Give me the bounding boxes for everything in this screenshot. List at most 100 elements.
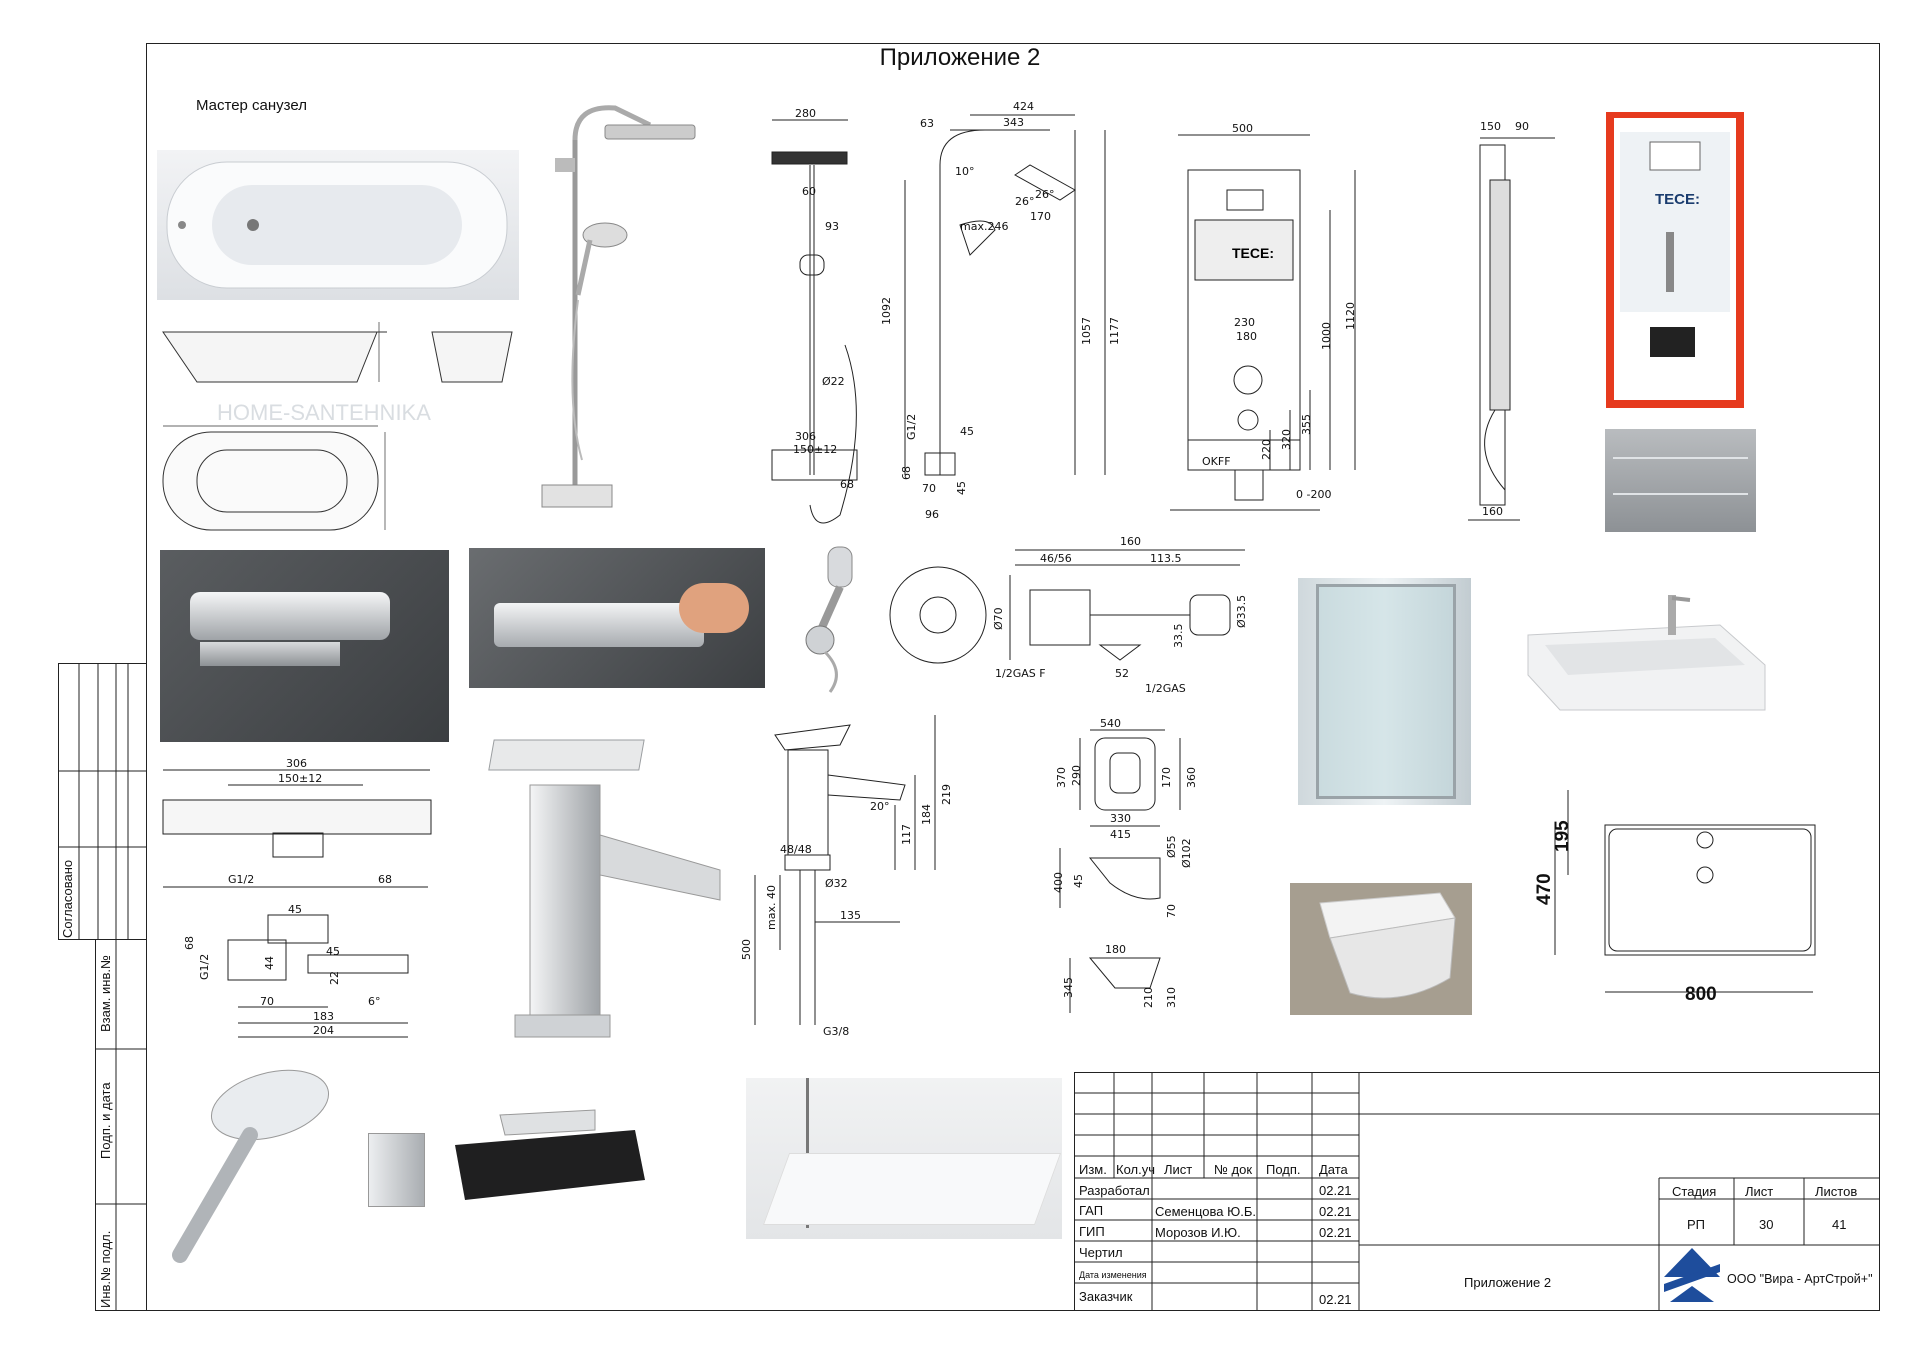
dimension-label: 46/56	[1040, 552, 1072, 565]
header-izm: Изм.	[1079, 1162, 1107, 1177]
dimension-label: 68	[378, 873, 392, 886]
sheet-value: 30	[1759, 1217, 1774, 1232]
dimension-label: 360	[1185, 767, 1198, 788]
replace-inv-label: Взам. инв.№	[98, 955, 113, 1032]
dimension-label: 540	[1100, 718, 1121, 730]
row-name: Семенцова Ю.Б.	[1155, 1204, 1256, 1219]
dimension-label: 70	[1165, 904, 1178, 918]
page-title: Приложение 2	[879, 44, 1041, 71]
dimension-label: G1/2	[905, 414, 918, 440]
dimension-label: Ø33.5	[1235, 595, 1248, 628]
row-role: ГАП	[1079, 1203, 1104, 1218]
dimension-label: 230	[1234, 316, 1255, 329]
dimension-label: 26°	[1015, 195, 1035, 208]
dimension-label: 20°	[870, 800, 890, 813]
bathtub-drawings: HOME-SANTEHNIKA	[162, 322, 513, 531]
dimension-label: 45	[955, 481, 968, 495]
hand-shower-photo	[172, 1069, 330, 1263]
dimension-label: 52	[1115, 667, 1129, 680]
row-role: Дата изменения	[1079, 1270, 1147, 1280]
tece-logo: TECE:	[1232, 245, 1274, 261]
shower-thermostat-photo	[469, 548, 765, 688]
sheet-label: Лист	[1745, 1184, 1774, 1199]
dimension-label: 6°	[368, 995, 381, 1008]
washbasin-drawing: 195 470 800	[1534, 790, 1816, 1005]
dimension-label: 306	[795, 430, 816, 443]
hygienic-shower-drawing: 160 46/56 113.5 Ø70 33.5 Ø33.5 1/2GAS F …	[889, 535, 1248, 695]
header-doc: № док	[1214, 1162, 1253, 1177]
dimension-label: 68	[183, 936, 196, 950]
dimension-label: 45	[960, 425, 974, 438]
row-date: 02.21	[1319, 1183, 1352, 1198]
dimension-label: 1057	[1080, 317, 1093, 345]
dimension-label: G1/2	[228, 873, 254, 886]
dimension-label: 170	[1160, 767, 1173, 788]
dimension-label: 500	[740, 939, 753, 960]
flush-plate-photo	[1605, 429, 1756, 532]
side-strip-labels: Согласовано Взам. инв.№ Подп. и дата Инв…	[58, 663, 146, 1311]
bathtub-photo	[157, 150, 519, 300]
side-stamp-strip	[58, 663, 147, 1311]
dimension-label: 70	[260, 995, 274, 1008]
shower-door-photo	[1298, 578, 1471, 805]
row-name: Морозов И.Ю.	[1155, 1225, 1241, 1240]
dimension-label: 370	[1055, 767, 1068, 788]
dimension-label: 195	[1552, 820, 1573, 852]
dimension-label: 45	[1072, 874, 1085, 888]
dimension-label: Ø55	[1165, 835, 1178, 858]
dimension-label: 45	[288, 903, 302, 916]
dimension-label: 180	[1236, 330, 1257, 343]
tece-logo: TECE:	[1655, 191, 1700, 208]
title-block-grid	[1074, 1072, 1880, 1311]
frame-front-drawing: TECE: 500 230 180 1000 1120 355 320 220 …	[1170, 122, 1357, 511]
dimension-label: 1/2GAS F	[995, 667, 1046, 680]
tece-frame-photo: TECE:	[1606, 112, 1744, 408]
watermark: HOME-SANTEHNIKA	[217, 400, 431, 425]
header-kol: Кол.уч	[1116, 1162, 1155, 1177]
dimension-label: 10°	[955, 165, 975, 178]
row-date: 02.21	[1319, 1292, 1352, 1307]
dimension-label: Ø70	[992, 607, 1005, 630]
row-role: Заказчик	[1079, 1289, 1133, 1304]
dimension-label: 1000	[1320, 322, 1333, 350]
dimension-label: 90	[1515, 120, 1529, 133]
dimension-label: 183	[313, 1010, 334, 1023]
dimension-label: 355	[1300, 414, 1313, 435]
dimension-label: 60	[802, 185, 816, 198]
dimension-label: 1120	[1344, 302, 1357, 330]
toilet-photo	[1290, 883, 1472, 1015]
sheets-value: 41	[1832, 1217, 1847, 1232]
basin-mixer-photo	[488, 739, 721, 1038]
dimension-label: 68	[840, 478, 854, 491]
frame-side-drawing: 150 90 160	[1468, 120, 1555, 521]
dimension-label: 160	[1120, 535, 1141, 548]
agreed-label: Согласовано	[60, 859, 75, 938]
dimension-label: 170	[1030, 210, 1051, 223]
dimension-label: 290	[1070, 765, 1083, 786]
dimension-label: 45	[326, 945, 340, 958]
stage-value: РП	[1687, 1217, 1706, 1232]
dimension-label: 219	[940, 784, 953, 805]
dimension-label: 210	[1142, 987, 1155, 1008]
header-list: Лист	[1164, 1162, 1193, 1177]
document-name: Приложение 2	[1464, 1275, 1552, 1290]
title-block: Изм. Кол.уч Лист № док Подп. Дата Разраб…	[1074, 1072, 1880, 1311]
dimension-label: OKFF	[1202, 455, 1231, 468]
dimension-label: 330	[1110, 812, 1131, 825]
dimension-label: 220	[1260, 439, 1273, 460]
dimension-label: 1177	[1108, 317, 1121, 345]
room-label: Мастер санузел	[196, 97, 307, 114]
dimension-label: 63	[920, 117, 934, 130]
dimension-label: 343	[1003, 116, 1024, 129]
dimension-label: 400	[1052, 872, 1065, 893]
dimension-label: 70	[922, 482, 936, 495]
dimension-label: 320	[1280, 429, 1293, 450]
dimension-label: 500	[1232, 122, 1253, 135]
company-logo	[1664, 1248, 1720, 1302]
header-date: Дата	[1319, 1162, 1348, 1177]
dimension-label: 0 -200	[1296, 488, 1331, 501]
row-role: Чертил	[1079, 1245, 1123, 1260]
dimension-label: Ø32	[825, 877, 848, 890]
dimension-label: 180	[1105, 943, 1126, 956]
dimension-label: 345	[1062, 977, 1075, 998]
